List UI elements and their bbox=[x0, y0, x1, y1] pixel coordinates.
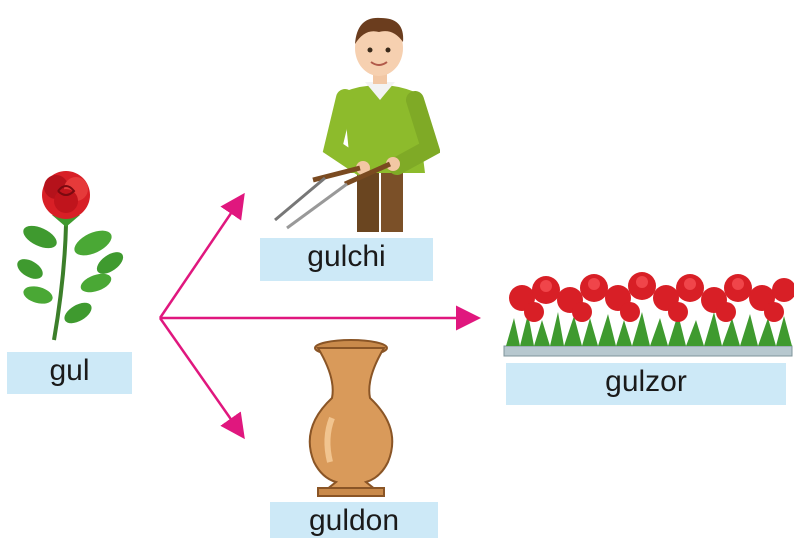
vase-icon bbox=[308, 339, 394, 497]
root-word-label: gul bbox=[7, 352, 132, 394]
arrow-to-guldon bbox=[158, 317, 245, 440]
vase-word-label: guldon bbox=[270, 502, 438, 538]
gardener-boy-icon bbox=[274, 17, 440, 232]
flowerbed-word-label: gulzor bbox=[506, 363, 786, 405]
rose-icon bbox=[17, 171, 124, 341]
arrow-to-gulchi bbox=[158, 192, 245, 319]
flowerbed-icon bbox=[503, 272, 794, 357]
gardener-word-label: gulchi bbox=[260, 238, 433, 281]
